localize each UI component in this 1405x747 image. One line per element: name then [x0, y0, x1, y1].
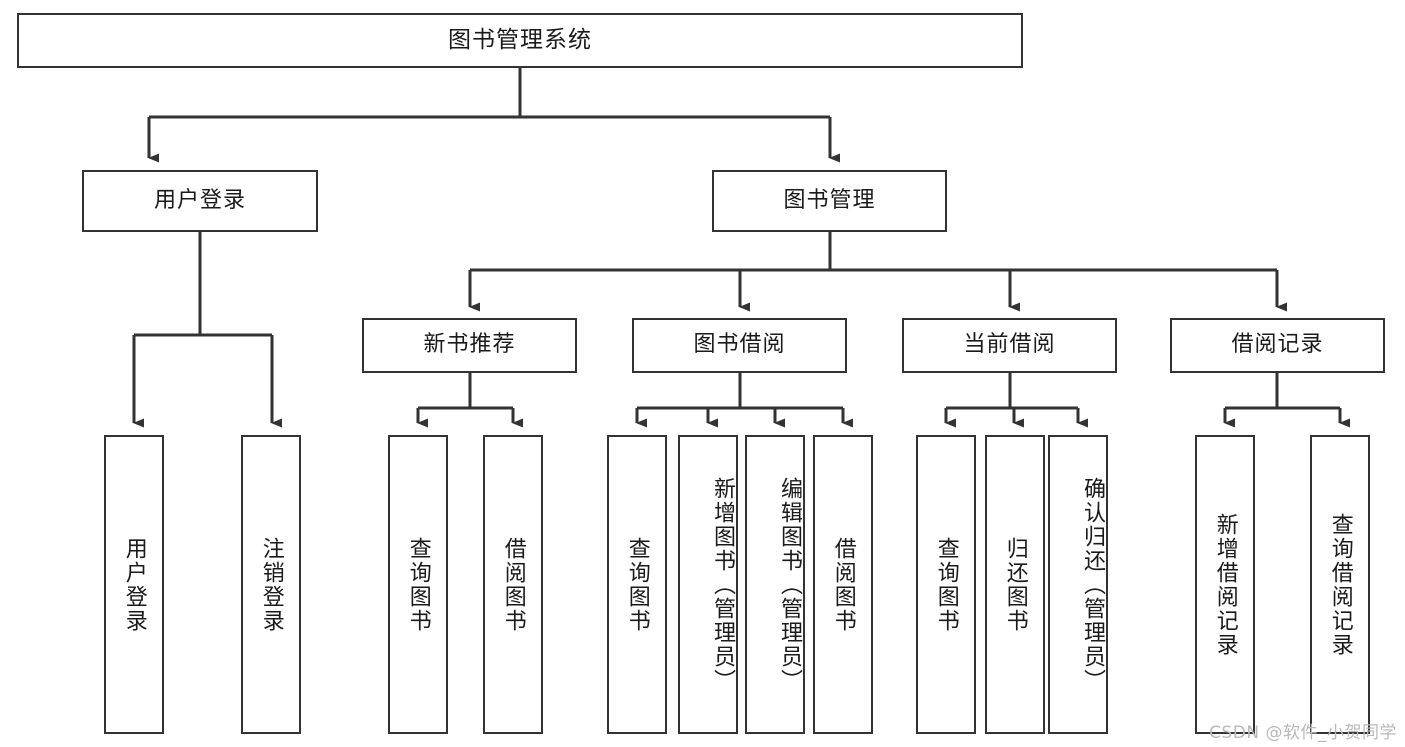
node-label: 查询图书 — [624, 536, 650, 633]
node-leaf-logout[interactable]: 注销登录 — [241, 435, 301, 734]
node-label: 用户登录 — [153, 187, 246, 213]
node-leaf-query-book-1[interactable]: 查询图书 — [388, 435, 448, 734]
node-label: 借阅图书 — [500, 536, 526, 633]
node-label: 新书推荐 — [423, 332, 516, 358]
node-label: 编辑图书（管理员） — [777, 476, 802, 693]
node-leaf-query-book-3[interactable]: 查询图书 — [916, 435, 976, 734]
node-label: 确认归还（管理员） — [1080, 476, 1105, 693]
node-label: 借阅图书 — [830, 536, 856, 633]
node-label: 新增图书（管理员） — [710, 476, 735, 693]
node-label: 图书借阅 — [693, 332, 786, 358]
node-label: 当前借阅 — [963, 332, 1056, 358]
node-leaf-query-borrow-record[interactable]: 查询借阅记录 — [1310, 435, 1370, 734]
node-leaf-add-book-admin[interactable]: 新增图书（管理员） — [678, 435, 738, 734]
node-leaf-borrow-book-2[interactable]: 借阅图书 — [813, 435, 873, 734]
node-label: 查询图书 — [933, 536, 959, 633]
node-current-borrow[interactable]: 当前借阅 — [902, 318, 1117, 373]
node-label: 图书管理 — [783, 187, 876, 213]
node-label: 借阅记录 — [1231, 332, 1324, 358]
node-book-borrow[interactable]: 图书借阅 — [632, 318, 847, 373]
node-leaf-add-borrow-record[interactable]: 新增借阅记录 — [1195, 435, 1255, 734]
node-label: 注销登录 — [258, 536, 284, 633]
watermark-label: CSDN @软件_小贺同学 — [1209, 723, 1397, 743]
node-leaf-confirm-return-admin[interactable]: 确认归还（管理员） — [1048, 435, 1108, 734]
node-new-book-recommend[interactable]: 新书推荐 — [362, 318, 577, 373]
node-book-manage[interactable]: 图书管理 — [712, 170, 947, 232]
node-leaf-edit-book-admin[interactable]: 编辑图书（管理员） — [745, 435, 805, 734]
node-user-login[interactable]: 用户登录 — [82, 170, 318, 232]
node-label: 归还图书 — [1002, 536, 1028, 633]
node-borrow-record[interactable]: 借阅记录 — [1170, 318, 1385, 373]
node-root-system[interactable]: 图书管理系统 — [17, 13, 1023, 68]
node-label: 图书管理系统 — [448, 26, 592, 53]
node-label: 用户登录 — [121, 536, 147, 633]
node-label: 新增借阅记录 — [1212, 512, 1238, 657]
node-leaf-return-book[interactable]: 归还图书 — [985, 435, 1045, 734]
node-label: 查询借阅记录 — [1327, 512, 1353, 657]
node-leaf-borrow-book-1[interactable]: 借阅图书 — [483, 435, 543, 734]
node-leaf-query-book-2[interactable]: 查询图书 — [607, 435, 667, 734]
node-leaf-user-login[interactable]: 用户登录 — [104, 435, 164, 734]
node-label: 查询图书 — [405, 536, 431, 633]
